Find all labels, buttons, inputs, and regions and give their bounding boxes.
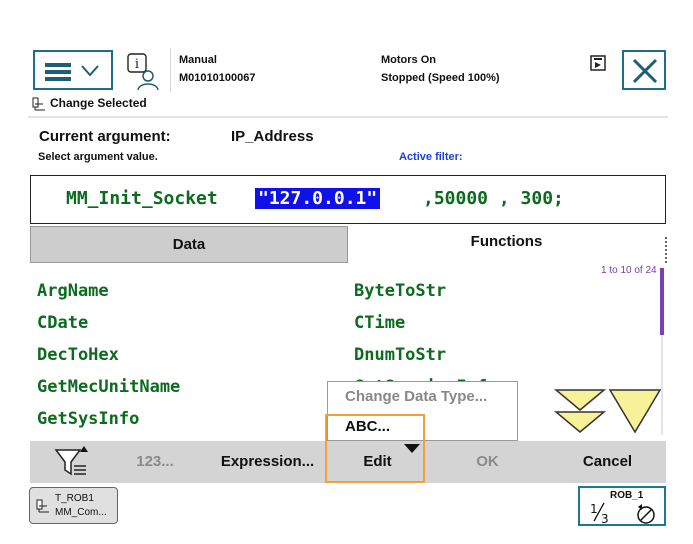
controller-id-text: M01010100067: [179, 72, 256, 84]
select-prompt: Select argument value.: [38, 151, 158, 163]
dropdown-arrow-icon: [404, 444, 420, 453]
numeric-button[interactable]: 123...: [136, 453, 174, 470]
task-module: MM_Com...: [55, 507, 107, 518]
svg-text:3: 3: [601, 512, 609, 525]
change-selected-icon: [32, 97, 45, 111]
list-item[interactable]: DecToHex: [37, 345, 119, 365]
list-item[interactable]: DnumToStr: [354, 345, 447, 365]
motors-status-text: Motors On: [381, 54, 436, 66]
edit-button-highlight: [325, 414, 425, 483]
status-bar: Manual M01010100067 Motors On Stopped (S…: [170, 48, 612, 92]
robot-jog-button[interactable]: ROB_1 1 3: [578, 486, 666, 526]
edit-button[interactable]: Edit: [363, 453, 392, 470]
svg-text:i: i: [135, 57, 139, 72]
list-item[interactable]: GetSysInfo: [37, 409, 140, 429]
current-argument-label: Current argument:: [39, 128, 171, 145]
tab-edge-marker: [664, 237, 667, 263]
active-filter-link[interactable]: Active filter:: [399, 151, 463, 163]
list-item[interactable]: GetMecUnitName: [37, 377, 181, 397]
tab-functions[interactable]: Functions: [349, 226, 664, 261]
edit-context-menu: Change Data Type... ABC...: [327, 381, 518, 441]
list-item[interactable]: CDate: [37, 313, 89, 333]
svg-text:1: 1: [590, 502, 598, 516]
header-divider: [28, 116, 668, 118]
cancel-button[interactable]: Cancel: [582, 453, 633, 470]
main-menu-button[interactable]: [33, 50, 113, 90]
expression-field[interactable]: MM_Init_Socket "127.0.0.1" ,50000 , 300;: [30, 175, 666, 224]
task-program-button[interactable]: T_ROB1 MM_Com...: [29, 487, 118, 524]
chevron-down-icon: [81, 65, 99, 77]
menu-icon: [45, 63, 71, 81]
task-name: T_ROB1: [55, 493, 94, 504]
mode-text: Manual: [179, 54, 217, 66]
menu-item-change-data-type[interactable]: Change Data Type...: [345, 388, 488, 405]
expression-prefix[interactable]: MM_Init_Socket: [66, 188, 218, 209]
close-icon: [632, 58, 658, 84]
task-icon: [36, 499, 49, 513]
robot-jog-icon: 1 3: [590, 502, 655, 525]
change-selected-label: Change Selected: [50, 96, 147, 110]
page-count-text: 1 to 10 of 24: [601, 265, 657, 276]
scrollbar-thumb[interactable]: [660, 268, 664, 335]
run-status-text: Stopped (Speed 100%): [381, 72, 500, 84]
close-button[interactable]: [622, 50, 666, 90]
list-item[interactable]: ArgName: [37, 281, 109, 301]
expression-suffix[interactable]: ,50000 , 300;: [423, 188, 564, 209]
expression-button[interactable]: Expression...: [220, 453, 315, 470]
list-item[interactable]: ByteToStr: [354, 281, 447, 301]
expression-selected-argument[interactable]: "127.0.0.1": [255, 188, 381, 209]
bottom-toolbar: 123... Expression... Edit OK Cancel: [30, 441, 666, 483]
info-person-icon[interactable]: i: [124, 52, 164, 92]
robot-name: ROB_1: [610, 490, 644, 501]
filter-icon: [54, 446, 88, 476]
tab-data[interactable]: Data: [30, 226, 348, 263]
operator-window-icon[interactable]: [590, 55, 606, 71]
menu-item-abc[interactable]: ABC...: [345, 418, 390, 435]
scroll-down-icon[interactable]: [554, 388, 662, 436]
filter-button[interactable]: [48, 441, 98, 483]
current-argument-value: IP_Address: [231, 128, 314, 145]
ok-button[interactable]: OK: [476, 453, 499, 470]
list-item[interactable]: CTime: [354, 313, 406, 333]
scrollbar-track[interactable]: [661, 335, 663, 435]
